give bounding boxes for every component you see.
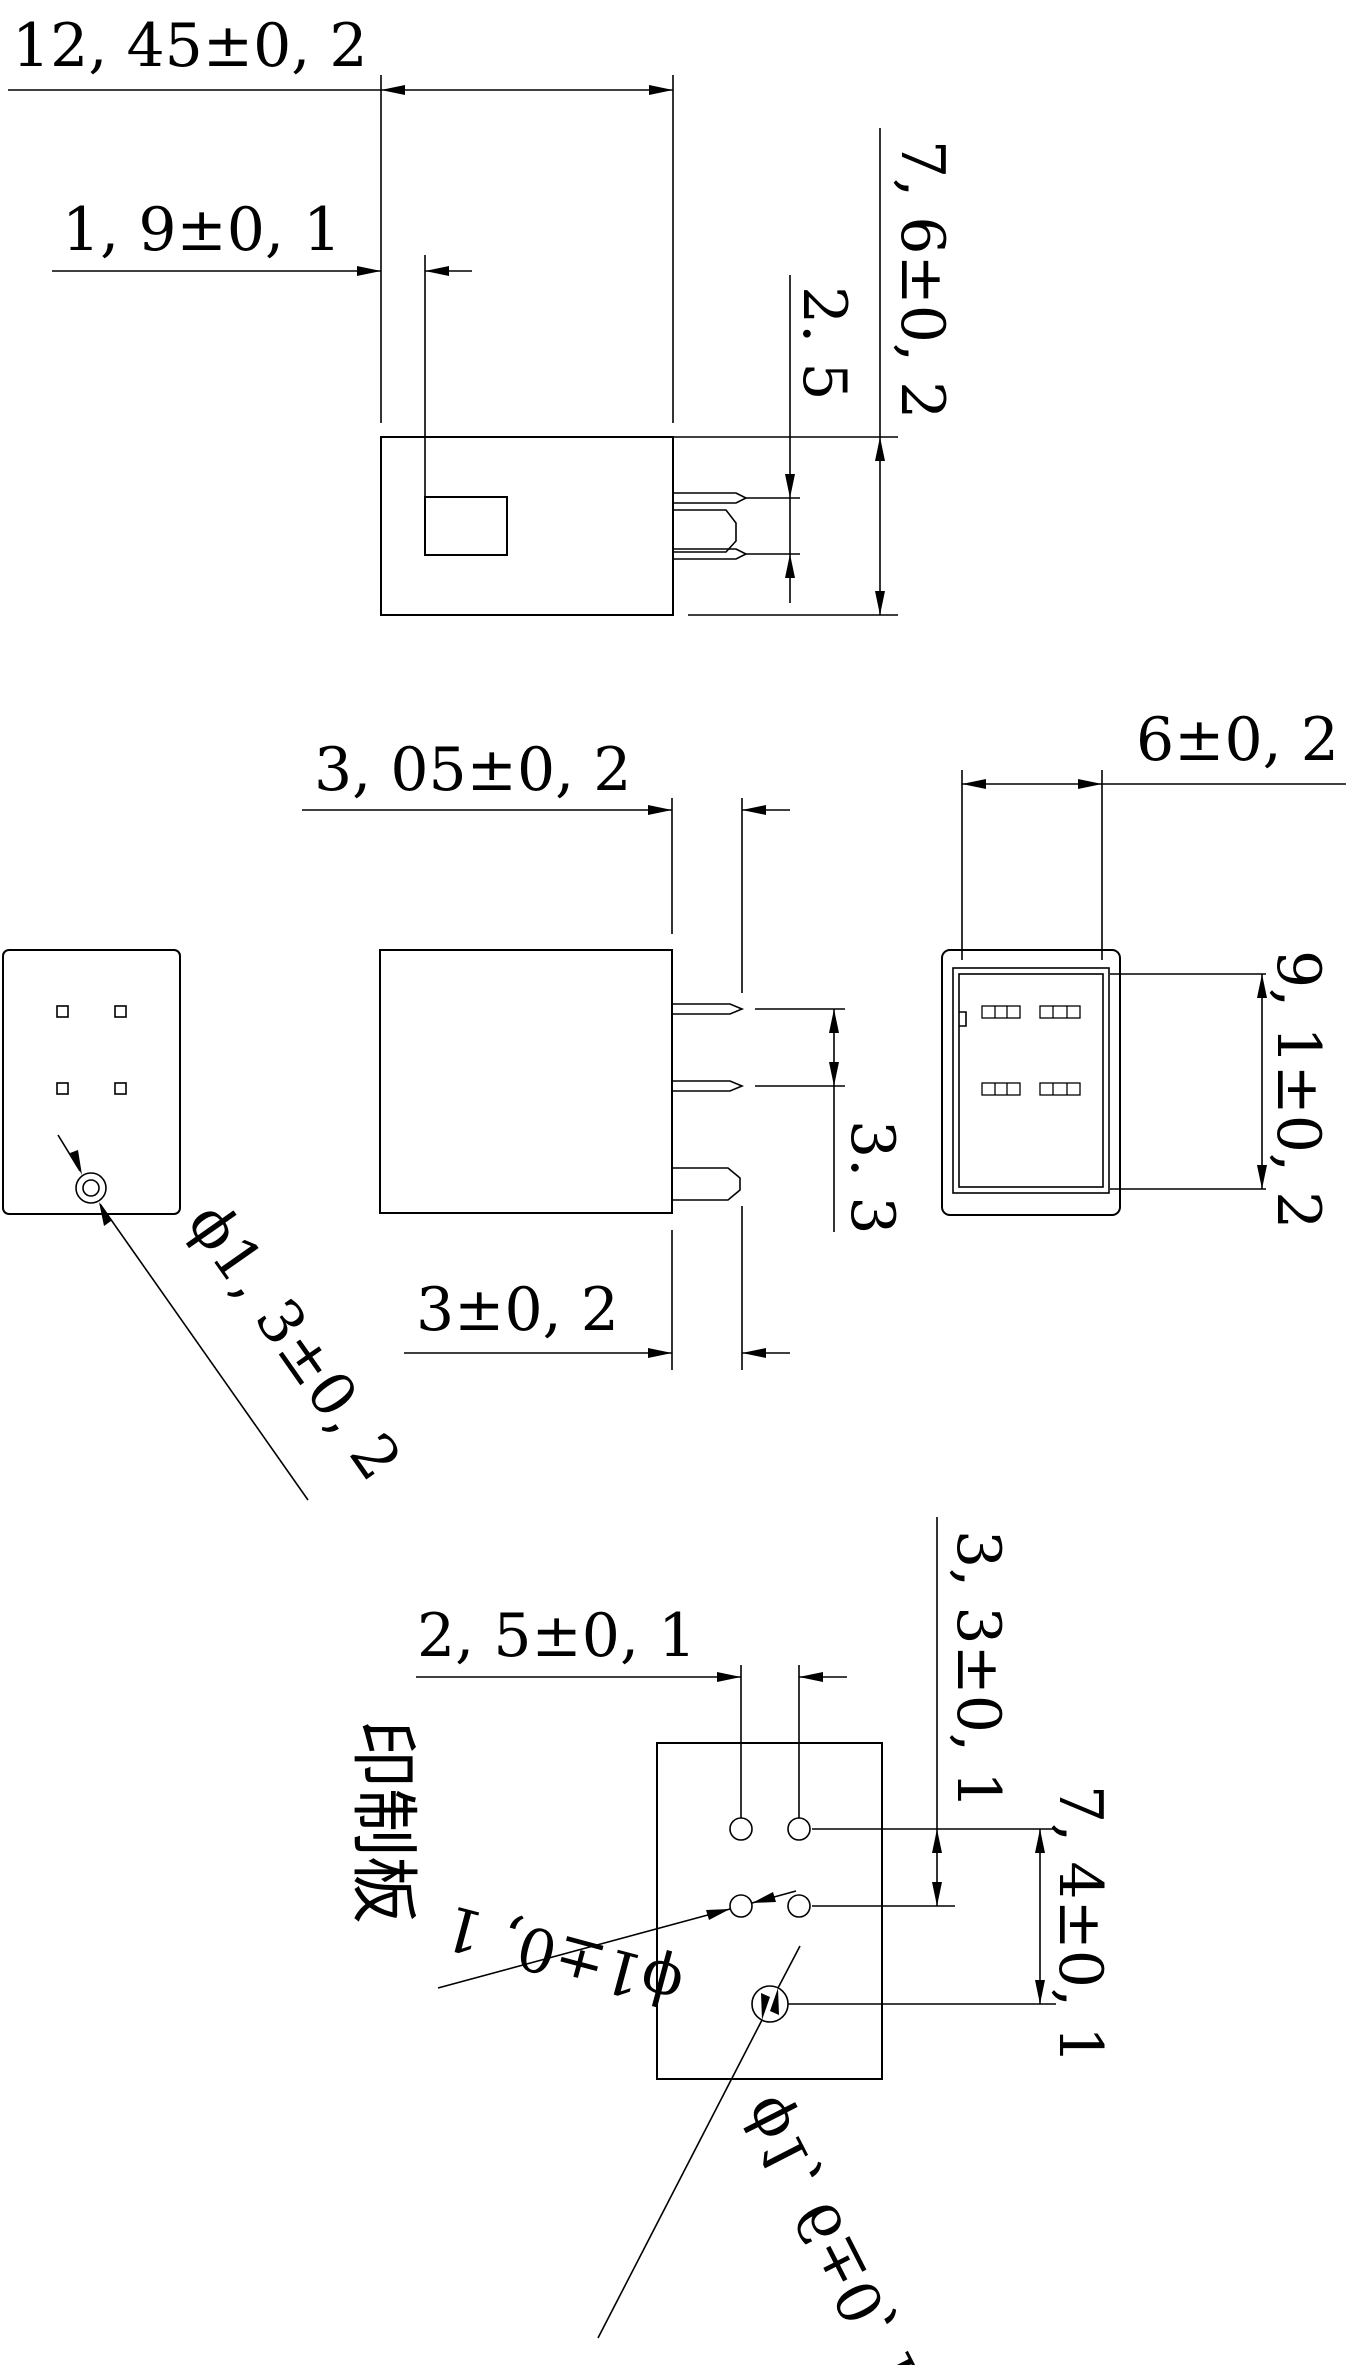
pcb-view: 2, 5±0, 1 3, 3±0, 1 7, 4±0, 1 ϕ1±0, 1 ϕ1… (343, 1517, 1115, 2365)
pcb-hole-1 (729, 1817, 753, 1841)
top-pin-middle (673, 509, 737, 553)
dim-mid-pin-pitch: 3. 3 (837, 1120, 907, 1235)
top-body (380, 436, 674, 616)
left-hole-inner (82, 1179, 100, 1197)
right-contacts (981, 1005, 1081, 1096)
pcb-hole-4 (787, 1894, 811, 1918)
dim-top-width: 12, 45±0, 2 (12, 11, 368, 81)
mid-pin-2 (672, 1080, 745, 1092)
left-view: ϕ1, 3±0, 2 (2, 949, 415, 1501)
top-window (424, 496, 508, 556)
pcb-hole-big (751, 1985, 789, 2023)
dim-right-width: 6±0, 2 (1136, 705, 1339, 775)
left-square-1 (56, 1005, 69, 1018)
dim-left-hole-diameter: ϕ1, 3±0, 2 (174, 1190, 415, 1492)
dim-top-pin-pitch: 2. 5 (789, 286, 859, 401)
left-square-4 (114, 1082, 127, 1095)
dim-mid-pin-length: 3±0, 2 (416, 1275, 619, 1345)
right-view: 6±0, 2 9, 1±0, 2 (941, 705, 1346, 1229)
dim-mid-pin-offset: 3, 05±0, 2 (314, 735, 631, 805)
top-pin-upper (673, 492, 748, 504)
left-square-2 (114, 1005, 127, 1018)
dim-right-height: 9, 1±0, 2 (1263, 950, 1333, 1229)
left-square-3 (56, 1082, 69, 1095)
dim-pcb-small-hole: ϕ1±0, 1 (436, 1890, 690, 2021)
mid-pin-3 (672, 1167, 741, 1201)
pcb-hole-2 (787, 1817, 811, 1841)
right-inner (958, 973, 1104, 1188)
pcb-outline (656, 1742, 883, 2080)
left-body (2, 949, 181, 1215)
left-hole-outer (75, 1172, 107, 1204)
dim-pcb-pitch-y: 3, 3±0, 1 (943, 1530, 1013, 1809)
right-body (941, 949, 1121, 1216)
dim-pcb-big-spacing: 7, 4±0, 1 (1045, 1785, 1115, 2064)
pcb-label: 印制板 (343, 1720, 422, 1924)
right-inner-outer (952, 967, 1110, 1194)
pcb-hole-3 (729, 1894, 753, 1918)
dim-top-height: 7, 6±0, 2 (887, 140, 957, 419)
mid-body (379, 949, 673, 1214)
dim-top-window-offset: 1, 9±0, 1 (62, 195, 341, 265)
mid-pin-1 (672, 1003, 745, 1015)
dim-pcb-pitch-x: 2, 5±0, 1 (417, 1601, 696, 1671)
middle-view: 3, 05±0, 2 3. 3 3±0, 2 (302, 735, 907, 1370)
top-view: 12, 45±0, 2 1, 9±0, 1 7, 6±0, 2 2. 5 (8, 11, 957, 616)
dim-pcb-big-hole: ϕ1, 6±0, 1 (727, 2085, 935, 2365)
top-pin-lower (673, 548, 748, 560)
